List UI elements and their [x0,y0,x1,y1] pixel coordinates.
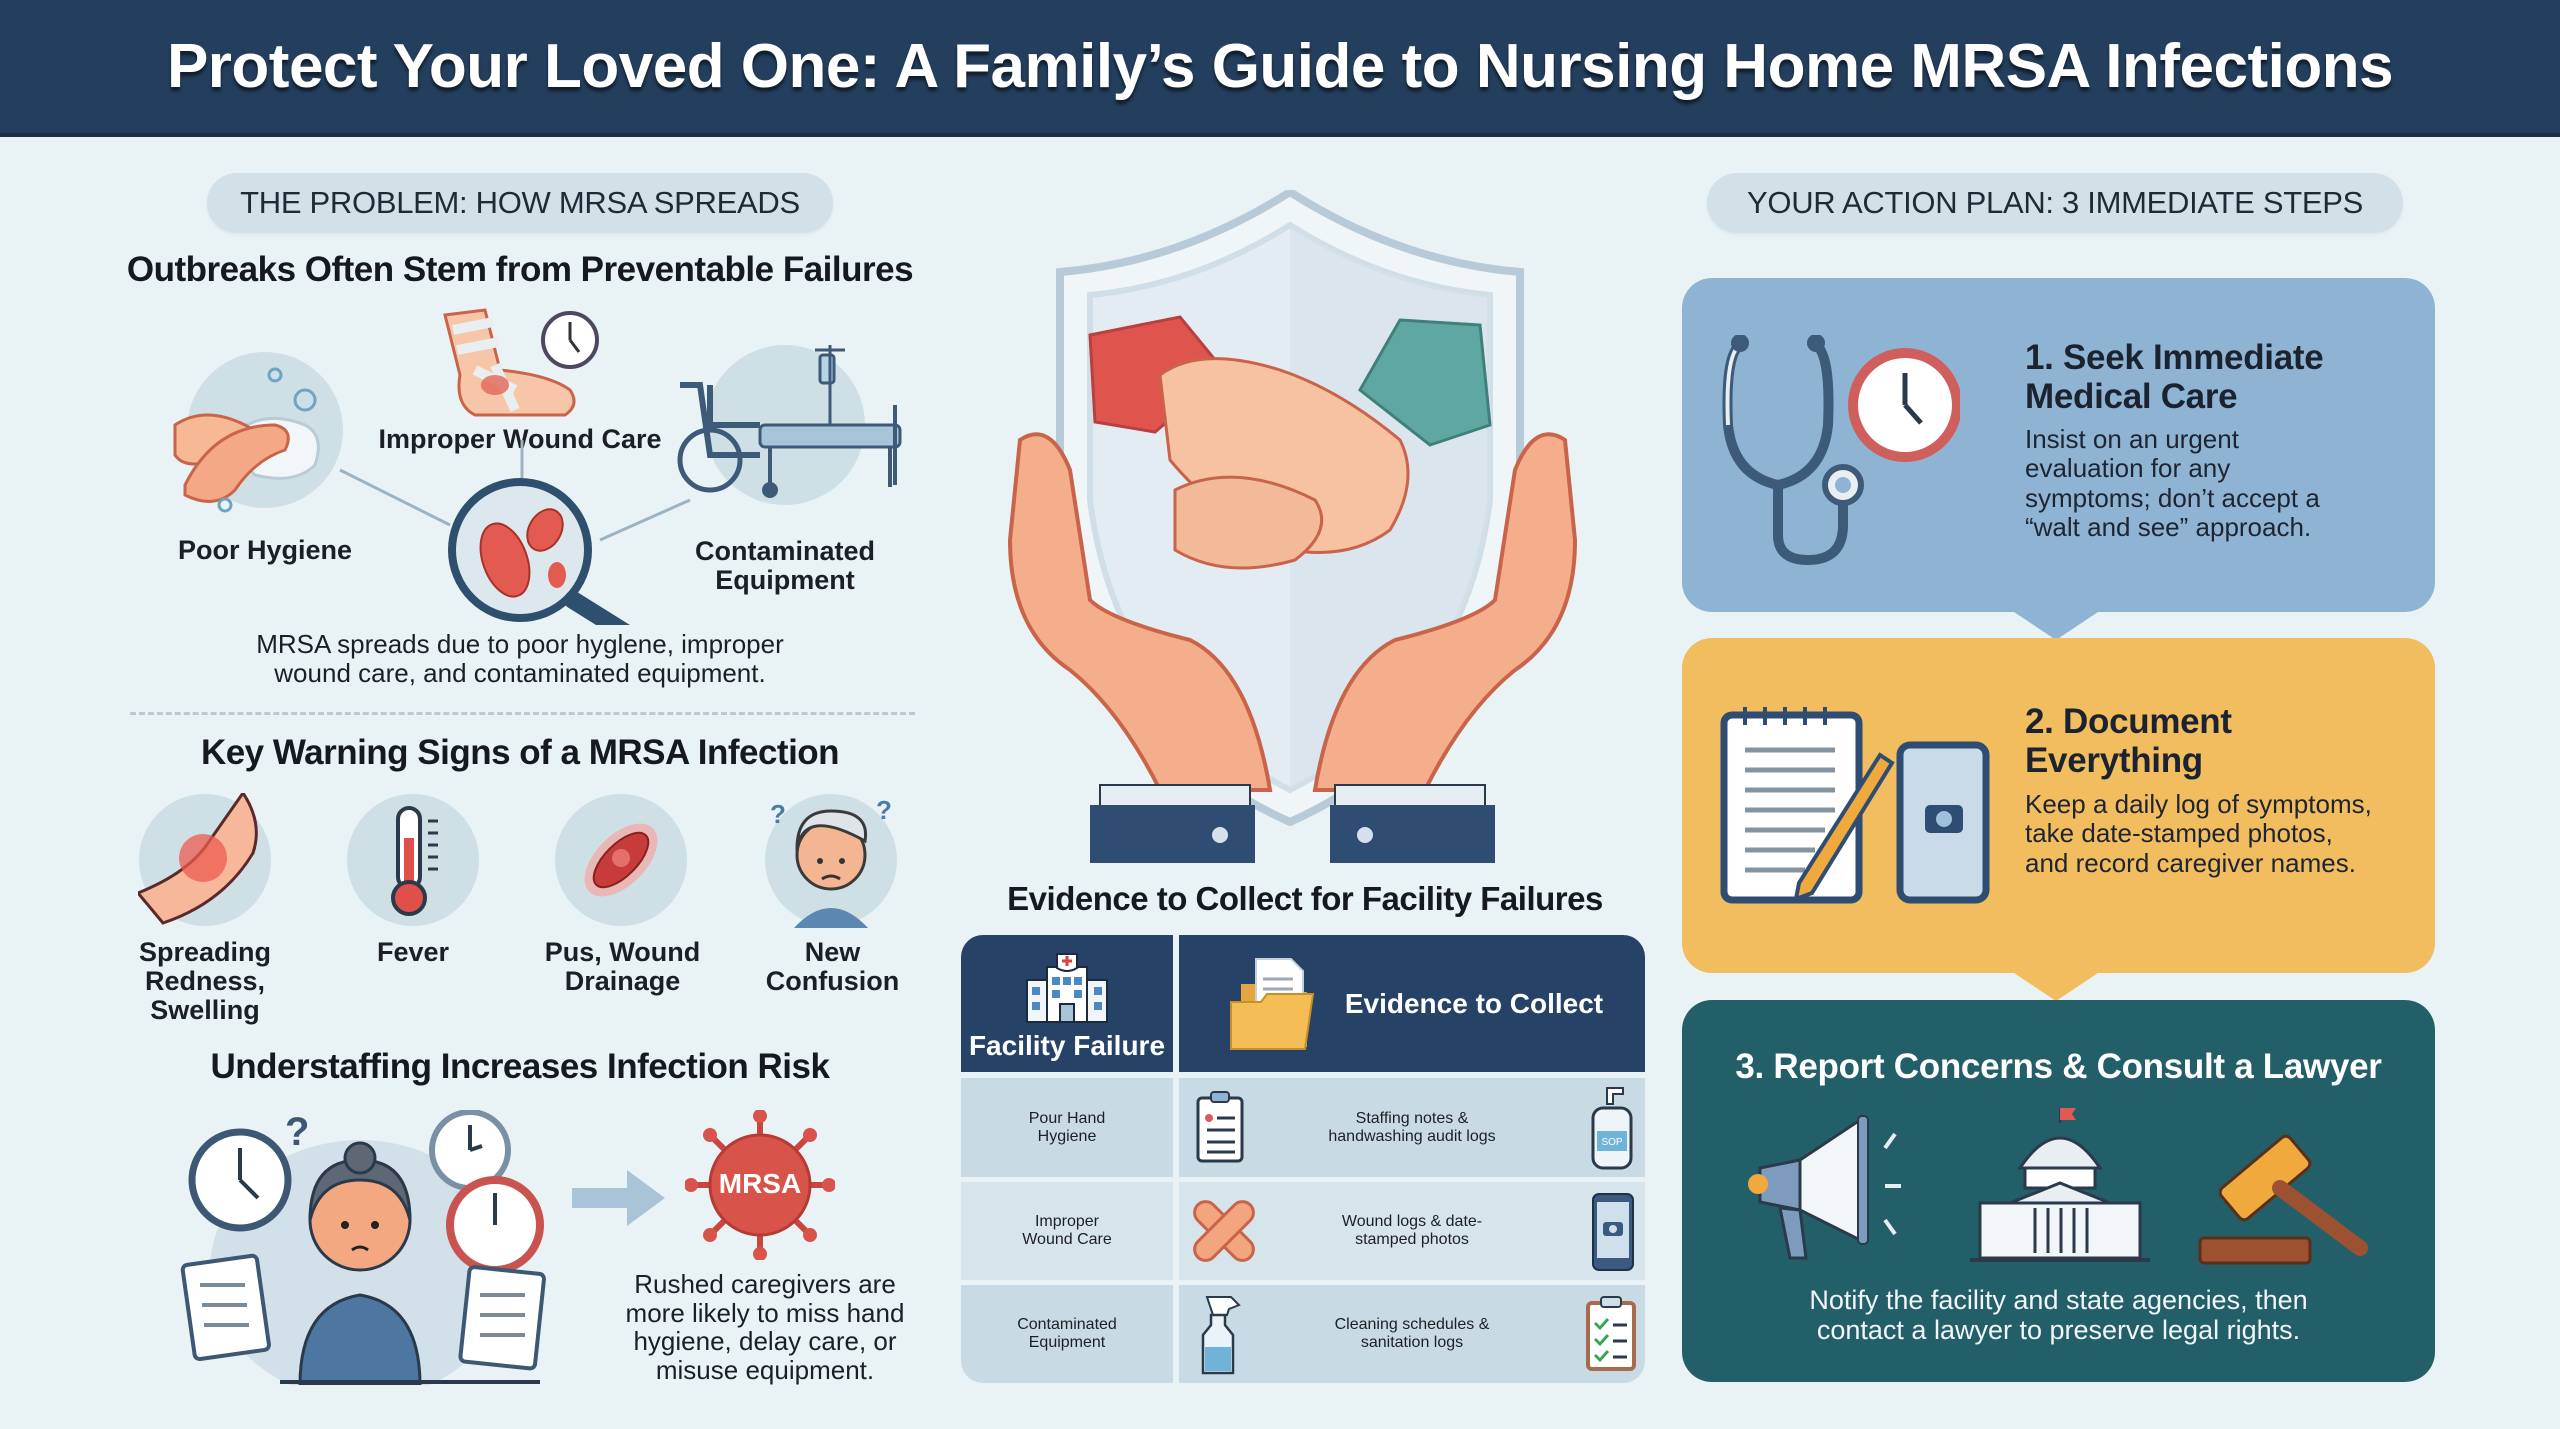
cause-label-contaminated-equipment: Contaminated Equipment [694,536,875,596]
table-row-3-evidence: Cleaning schedules &sanitation logs [1179,1285,1645,1383]
capitol-building-icon [1970,1108,2150,1262]
phone-camera-icon [1592,1193,1634,1271]
wound-icon [555,794,687,926]
evidence-table: Facility Failure Evidence to Collect Pou… [961,935,1645,1383]
red-skin-icon [138,793,271,926]
svg-text:?: ? [770,799,786,829]
mrsa-label: MRSA [718,1168,802,1199]
magnifier-bacteria-icon [448,478,630,625]
staffing-text: Rushed caregivers are more likely to mis… [625,1269,905,1385]
table-row-1-evidence: Staffing notes &handwashing audit logs S… [1179,1078,1645,1177]
evidence-heading: Evidence to Collect for Facility Failure… [1007,880,1603,917]
wheelchair-bed-icon [677,345,902,505]
clipboard-icon [1196,1091,1244,1163]
spread-summary: MRSA spreads due to poor hyglene, improp… [256,629,784,688]
stethoscope-clock-icon [1722,335,1960,566]
header-bar: Protect Your Loved One: A Family’s Guide… [0,0,2560,137]
soap-bottle-icon: SOP [1591,1087,1633,1170]
sign-label-pus: Pus, Wound Drainage [544,937,701,997]
section-divider [130,712,915,715]
shield-hands-icon [1007,190,1578,863]
notepad-phone-icon [1720,707,1990,904]
thermometer-icon [347,794,479,926]
sign-label-redness: Spreading Redness, Swelling [138,937,272,1026]
step-2-title: 2. Document Everything [2025,702,2232,781]
spray-bottle-icon [1201,1296,1241,1375]
arrow-right-icon [572,1170,665,1226]
page-title: Protect Your Loved One: A Family’s Guide… [166,32,2394,101]
cause-label-poor-hygiene: Poor Hygiene [177,535,353,565]
svg-text:SOP: SOP [1601,1137,1622,1148]
staffing-heading: Understaffing Increases Infection Risk [210,1047,830,1086]
svg-text:?: ? [285,1110,309,1154]
step-1-title: 1. Seek Immediate Medical Care [2025,338,2324,417]
bandage-icon [1193,1200,1255,1262]
checklist-icon [1586,1296,1636,1371]
step-2-body: Keep a daily log of symptoms, take date-… [2025,789,2372,878]
handwashing-icon [173,352,343,513]
section-pill-action-plan: YOUR ACTION PLAN: 3 IMMEDIATE STEPS [1707,173,2403,233]
gavel-icon [2198,1134,2368,1265]
hospital-icon [1026,953,1108,1023]
step-2-pointer [2014,973,2098,1001]
confused-elder-icon: ? ? [765,794,897,928]
megaphone-icon [1748,1115,1901,1260]
sign-label-confusion: New Confusion [765,937,900,997]
report-lawyer-icons [1748,1108,2368,1265]
svg-text:?: ? [876,795,892,825]
stressed-nurse-icon: ? [180,1110,546,1385]
cause-label-improper-wound-care: Improper Wound Care [378,424,662,454]
step-1-body: Insist on an urgent evaluation for any s… [2025,424,2320,543]
folder-icon [1229,957,1314,1050]
warning-heading: Key Warning Signs of a MRSA Infection [200,733,840,772]
step-3-title: 3. Report Concerns & Consult a Lawyer [1735,1047,2382,1086]
mrsa-virus-icon: MRSA [685,1110,835,1260]
section-pill-problem: THE PROBLEM: HOW MRSA SPREADS [207,173,833,233]
step-3-body: Notify the facility and state agencies, … [1809,1285,2308,1345]
table-row-2-evidence: Wound logs & date-stamped photos [1179,1182,1645,1280]
table-header-facility-failure: Facility Failure [961,935,1173,1072]
spread-heading: Outbreaks Often Stem from Preventable Fa… [126,250,914,289]
step-1-pointer [2014,612,2098,640]
bandaged-foot-icon [443,308,599,417]
sign-label-fever: Fever [376,937,450,967]
table-header-evidence: Evidence to Collect [1179,935,1645,1072]
